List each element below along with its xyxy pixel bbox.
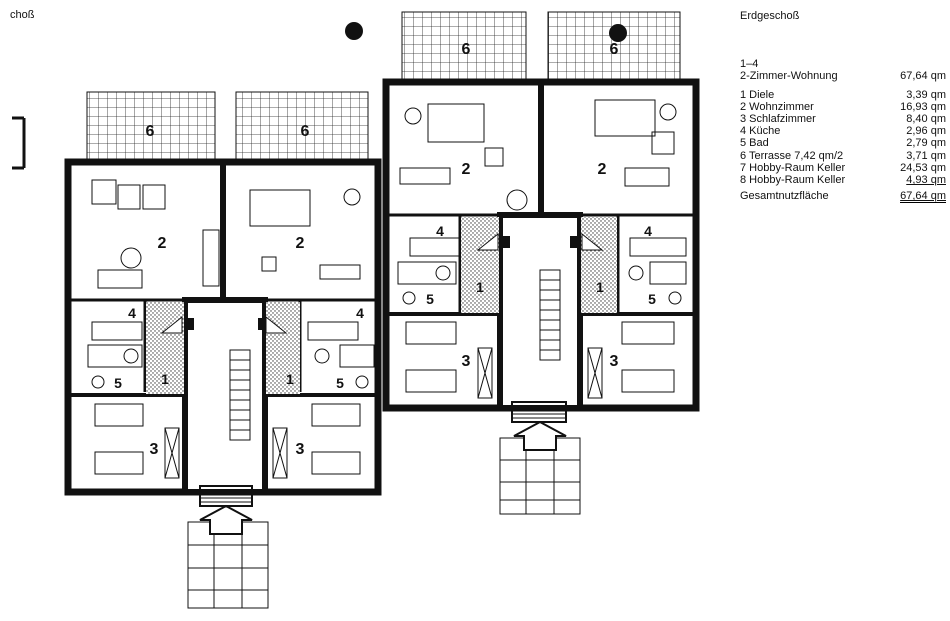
legend-room-label: 8 Hobby-Raum Keller	[740, 174, 846, 187]
unit-type: 2-Zimmer-Wohnung	[740, 70, 838, 83]
room-legend: Erdgeschoß 1–4 2-Zimmer-Wohnung 67,64 qm…	[740, 10, 946, 204]
label-hall-a: 1	[161, 371, 169, 387]
legend-room-area: 4,93 qm	[906, 174, 946, 187]
legend-total-row: Gesamtnutzfläche 67,64 qm	[740, 190, 946, 204]
legend-room-area: 3,71 qm	[906, 149, 946, 162]
unit-area: 67,64 qm	[900, 70, 946, 83]
total-label: Gesamtnutzfläche	[740, 190, 829, 203]
label-bath-a: 5	[114, 375, 122, 391]
corner-label: choß	[10, 9, 35, 21]
label-bedroom-a: 3	[150, 441, 159, 458]
total-area: 67,64 qm	[900, 190, 946, 204]
label-living-a: 2	[158, 235, 167, 252]
label-terrace-d: 6	[610, 41, 619, 58]
terrace-d	[547, 11, 681, 81]
legend-row: 1 Diele 3,39 qm	[740, 89, 946, 101]
label-living-c: 2	[462, 161, 471, 178]
legend-room-label: 4 Küche	[740, 125, 781, 138]
marker-dot-b	[609, 24, 627, 42]
legend-room-label: 3 Schlafzimmer	[740, 113, 816, 126]
label-bedroom-d: 3	[610, 353, 619, 370]
label-kitchen-d: 4	[644, 223, 652, 239]
legend-room-label: 6 Terrasse 7,42 qm/2	[740, 149, 844, 162]
label-bedroom-c: 3	[462, 353, 471, 370]
legend-room-area: 2,79 qm	[906, 137, 946, 150]
label-bedroom-b: 3	[296, 441, 305, 458]
right-building	[345, 11, 700, 515]
label-living-b: 2	[296, 235, 305, 252]
marker-dot-a	[345, 22, 363, 40]
legend-room-label: 5 Bad	[740, 137, 769, 150]
legend-room-label: 2 Wohnzimmer	[740, 100, 814, 113]
label-kitchen-c: 4	[436, 223, 444, 239]
label-hall-b: 1	[286, 371, 294, 387]
unit-range: 1–4	[740, 58, 759, 71]
legend-room-area: 24,53 qm	[900, 161, 946, 174]
label-terrace-c: 6	[462, 41, 471, 58]
legend-row: 8 Hobby-Raum Keller 4,93 qm	[740, 174, 946, 186]
legend-heading: Erdgeschoß	[740, 10, 800, 22]
label-terrace-b: 6	[301, 123, 310, 140]
terrace-a	[86, 91, 216, 163]
legend-row: 3 Schlafzimmer 8,40 qm	[740, 113, 946, 125]
label-terrace-a: 6	[146, 123, 155, 140]
label-bath-c: 5	[426, 291, 434, 307]
unit-summary-row: 2-Zimmer-Wohnung 67,64 qm	[740, 70, 946, 82]
hall-b	[266, 302, 300, 394]
legend-room-area: 16,93 qm	[900, 100, 946, 113]
hall-c	[461, 217, 499, 313]
hall-a	[146, 302, 184, 394]
left-building	[12, 91, 382, 609]
label-living-d: 2	[598, 161, 607, 178]
stair-core-left	[182, 297, 268, 495]
label-bath-d: 5	[648, 291, 656, 307]
label-hall-d: 1	[596, 279, 604, 295]
legend-row: 7 Hobby-Raum Keller 24,53 qm	[740, 162, 946, 174]
legend-row: 2 Wohnzimmer 16,93 qm	[740, 101, 946, 113]
terrace-c	[401, 11, 527, 81]
legend-room-label: 1 Diele	[740, 88, 775, 101]
room-number-labels: 6 6 6 6 2 2 2 2 4 4 4 4 5 5 5 5 1 1 1 1 …	[114, 41, 656, 458]
label-bath-b: 5	[336, 375, 344, 391]
label-kitchen-a: 4	[128, 305, 136, 321]
legend-row: 4 Küche 2,96 qm	[740, 125, 946, 137]
legend-room-area: 3,39 qm	[906, 88, 946, 101]
legend-room-area: 8,40 qm	[906, 113, 946, 126]
legend-room-label: 7 Hobby-Raum Keller	[740, 161, 846, 174]
legend-row: 6 Terrasse 7,42 qm/2 3,71 qm	[740, 150, 946, 162]
hall-d	[581, 217, 617, 313]
label-kitchen-b: 4	[356, 305, 364, 321]
label-hall-c: 1	[476, 279, 484, 295]
legend-room-area: 2,96 qm	[906, 125, 946, 138]
legend-row: 5 Bad 2,79 qm	[740, 137, 946, 149]
